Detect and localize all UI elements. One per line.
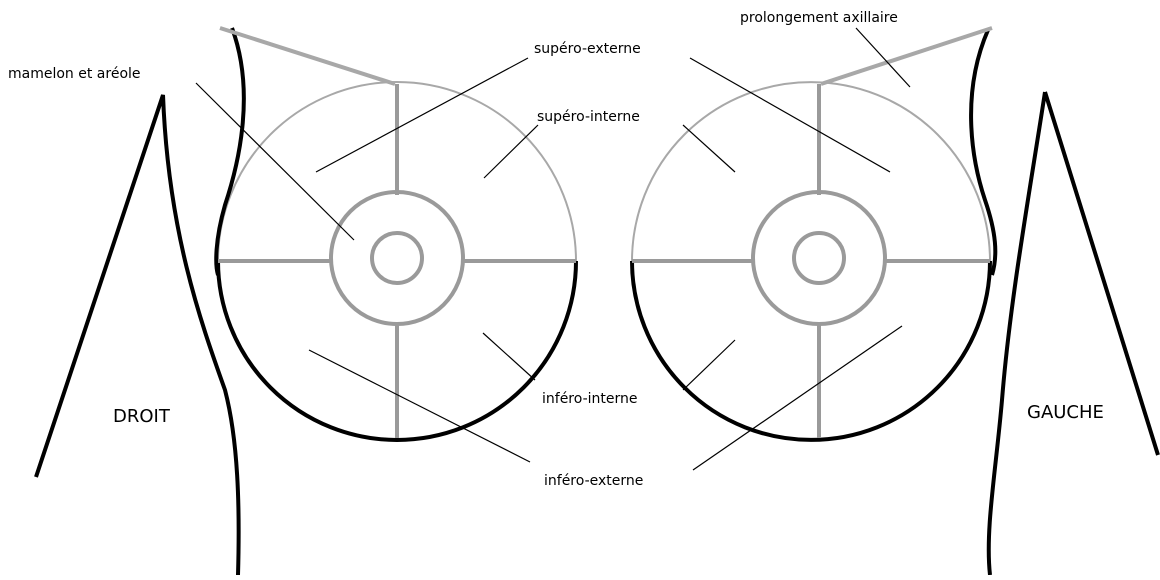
left-breast-areola <box>753 192 885 324</box>
label-droit: DROIT <box>113 406 171 427</box>
label-infero-externe: inféro-externe <box>544 473 643 489</box>
right-breast <box>216 28 576 440</box>
label-mamelon-areole: mamelon et aréole <box>8 66 141 82</box>
torso-left-outline <box>36 95 239 575</box>
left-breast-lower-arc <box>632 261 990 440</box>
label-supero-externe: supéro-externe <box>534 41 641 57</box>
label-prolongement-axillaire: prolongement axillaire <box>740 10 898 26</box>
leader-supero-interne-right <box>484 125 538 178</box>
leader-infero-externe-left <box>693 326 902 470</box>
leader-infero-interne-left <box>683 340 735 390</box>
leader-infero-externe-right <box>309 350 530 462</box>
left-breast-axillary-line <box>821 28 992 84</box>
label-supero-interne: supéro-interne <box>537 109 640 125</box>
leader-infero-interne-right <box>483 333 535 380</box>
left-breast <box>632 28 995 440</box>
leader-supero-externe-left <box>690 58 890 172</box>
leader-supero-externe-right <box>316 58 528 172</box>
label-gauche: GAUCHE <box>1027 402 1104 423</box>
label-infero-interne: inféro-interne <box>542 391 638 407</box>
right-breast-axillary-line <box>220 28 395 84</box>
torso-right-outline <box>989 92 1158 575</box>
left-breast-outer-contour <box>971 30 995 275</box>
right-breast-areola <box>331 192 463 324</box>
left-breast-nipple <box>794 233 844 283</box>
right-breast-nipple <box>372 233 422 283</box>
leader-supero-interne-left <box>683 125 735 172</box>
leader-mamelon <box>196 83 354 240</box>
